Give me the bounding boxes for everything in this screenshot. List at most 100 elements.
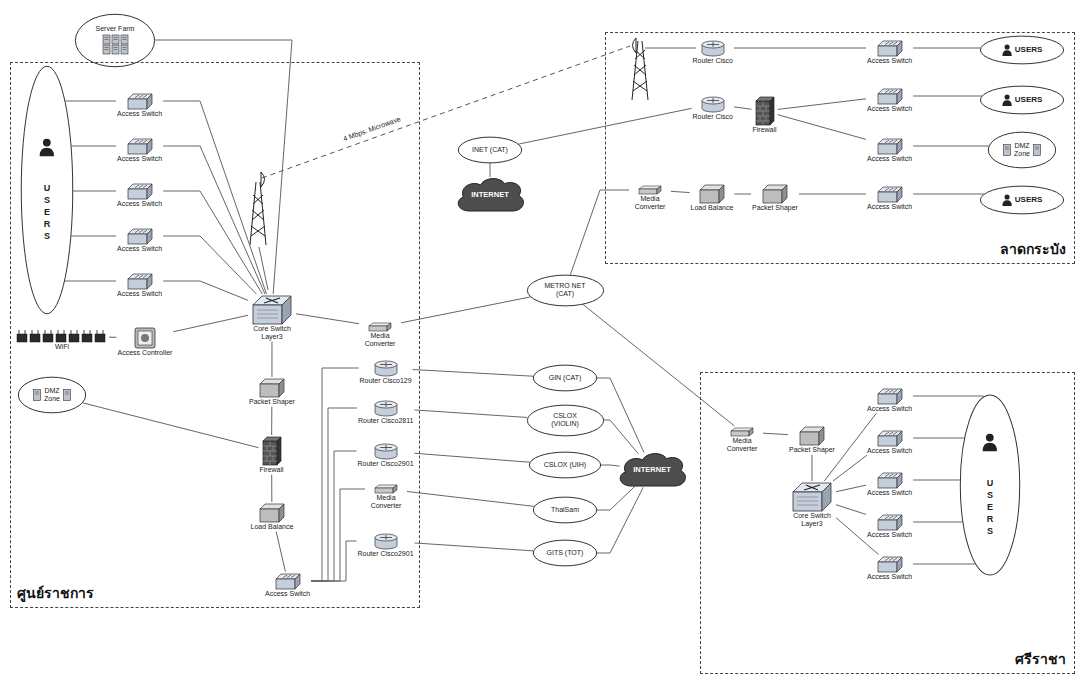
- icon-part: [878, 94, 897, 104]
- network-link: [163, 191, 262, 294]
- ellipse-shape: [980, 186, 1063, 214]
- network-link: [582, 304, 734, 426]
- network-link: [155, 40, 292, 294]
- device-label: Access Switch: [117, 110, 162, 118]
- icon-part: [885, 432, 897, 434]
- isp-label: CSLOX (UIH): [544, 461, 586, 469]
- icon-part: [135, 275, 147, 277]
- icon-part: [283, 575, 295, 577]
- device-label: Access Switch: [117, 290, 162, 298]
- users-group: USERS: [980, 186, 1064, 214]
- icon-part: [263, 441, 277, 465]
- icon-part: [878, 562, 897, 572]
- icon-part: [147, 229, 152, 244]
- icon-part: [295, 574, 300, 589]
- icon-part: [63, 390, 70, 401]
- icon-part: [260, 384, 279, 397]
- icon-part: [782, 185, 787, 203]
- icon-part: [128, 234, 147, 244]
- access-switch: Access Switch: [866, 429, 913, 456]
- dmz-zone: DMZ Zone: [988, 132, 1056, 168]
- network-link: [163, 281, 248, 300]
- icon-part: [35, 392, 39, 394]
- icon-part: [135, 185, 147, 187]
- icon-part: [43, 334, 53, 342]
- icon-part: [763, 190, 782, 203]
- network-link: [415, 410, 528, 418]
- ellipse-shape: [458, 137, 521, 163]
- icon-part: [34, 390, 41, 401]
- icon-part: [800, 432, 819, 445]
- network-link: [597, 486, 636, 510]
- tower-cable: [645, 48, 696, 49]
- router-icon: [374, 533, 398, 550]
- icon-part: [380, 535, 392, 540]
- users-group: USERS: [21, 65, 73, 315]
- icon-part: [45, 330, 51, 334]
- device-label: Router Cisco129: [360, 377, 412, 385]
- access-switch: Access Switch: [866, 387, 913, 414]
- icon-part: [749, 428, 753, 436]
- icon-part: [128, 99, 147, 109]
- network-link: [778, 115, 866, 140]
- device-label: Access Switch: [867, 57, 912, 65]
- device-label: Access Switch: [867, 105, 912, 113]
- icon-part: [84, 330, 90, 334]
- icon-part: [897, 515, 902, 530]
- icon-part: [147, 139, 152, 154]
- network-link: [833, 455, 867, 481]
- icon-part: [135, 328, 155, 348]
- icon-part: [1004, 145, 1011, 156]
- device-label: Packet Shaper: [752, 204, 798, 212]
- ellipse-shape: [21, 66, 72, 314]
- icon-part: [1035, 147, 1039, 149]
- icon-part: [393, 485, 397, 493]
- icon-part: [897, 431, 902, 446]
- network-link: [671, 191, 690, 192]
- device-label: Access Switch: [867, 573, 912, 581]
- network-link: [73, 191, 116, 192]
- ellipse-shape: [527, 275, 603, 306]
- router-icon: [374, 443, 398, 460]
- switch-icon: [877, 472, 903, 489]
- icon-part: [375, 444, 397, 451]
- icon-part: [17, 334, 27, 342]
- device-label: Load Balance: [691, 204, 734, 212]
- icon-part: [122, 38, 126, 40]
- network-link: [799, 194, 866, 195]
- icon-part: [756, 101, 770, 125]
- icon-part: [897, 139, 902, 154]
- icon-part: [885, 558, 897, 560]
- ellipse-shape: [533, 497, 596, 523]
- icon-part: [277, 437, 281, 465]
- link-label: 4 Mbps. Microwave: [340, 115, 403, 144]
- icon-part: [122, 48, 126, 50]
- isp-label: METRO NET (CAT): [542, 282, 588, 297]
- network-link: [71, 236, 116, 237]
- icon-part: [121, 45, 128, 54]
- server-icon: [63, 389, 71, 401]
- network-appliance: Packet Shaper: [788, 425, 836, 455]
- switch-icon: [877, 556, 903, 573]
- network-link: [311, 451, 356, 581]
- switch-icon: [127, 273, 153, 290]
- network-link: [296, 314, 359, 324]
- tower-right: [632, 38, 648, 100]
- icon-part: [276, 579, 295, 589]
- icon-part: [885, 42, 897, 44]
- person-icon: [1002, 194, 1012, 206]
- icon-part: [279, 379, 284, 397]
- icon-part: [369, 326, 387, 331]
- icon-part: [878, 520, 897, 530]
- icon-part: [885, 188, 897, 190]
- ellipse-shape: [75, 14, 154, 66]
- network-link: [778, 99, 866, 110]
- device-label: Access Controller: [118, 349, 173, 357]
- icon-part: [128, 144, 147, 154]
- node-content: METRO NET (CAT): [542, 282, 588, 297]
- icon-part: [819, 427, 824, 445]
- icon-part: [897, 41, 902, 56]
- device-label: Access Switch: [117, 200, 162, 208]
- switch-icon: [877, 430, 903, 447]
- media-converter: Media Converter: [721, 426, 763, 453]
